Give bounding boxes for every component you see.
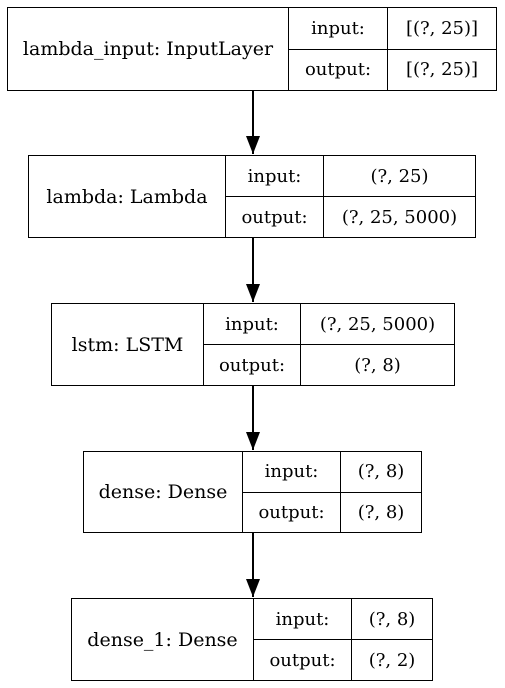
node-lambda-input: lambda_input: InputLayer input: [(?, 25)… bbox=[7, 7, 497, 91]
output-value: (?, 2) bbox=[368, 649, 416, 671]
node-label: lambda: Lambda bbox=[29, 156, 226, 237]
node-label: dense: Dense bbox=[84, 452, 243, 532]
output-value: [(?, 25)] bbox=[405, 59, 479, 81]
output-value: (?, 8) bbox=[354, 354, 401, 376]
node-lambda: lambda: Lambda input: (?, 25) output: (?… bbox=[28, 155, 476, 238]
output-row: output: (?, 25, 5000) bbox=[226, 196, 475, 237]
edge-dense-to-dense-1 bbox=[246, 532, 260, 597]
node-label: lambda_input: InputLayer bbox=[8, 8, 289, 90]
output-value: (?, 25, 5000) bbox=[341, 206, 458, 228]
output-key: output: bbox=[226, 197, 324, 237]
input-value: [(?, 25)] bbox=[405, 17, 479, 39]
node-label: lstm: LSTM bbox=[52, 304, 204, 385]
input-value: (?, 25, 5000) bbox=[319, 313, 436, 335]
output-key: output: bbox=[243, 492, 341, 532]
input-row: input: (?, 25, 5000) bbox=[204, 304, 454, 344]
node-io-table: input: [(?, 25)] output: [(?, 25)] bbox=[289, 8, 496, 90]
output-key: output: bbox=[289, 49, 388, 90]
edge-lambda-to-lstm bbox=[246, 237, 260, 302]
output-key: output: bbox=[254, 640, 352, 680]
output-row: output: (?, 2) bbox=[254, 639, 432, 680]
output-value: (?, 8) bbox=[357, 501, 405, 523]
node-lstm: lstm: LSTM input: (?, 25, 5000) output: … bbox=[51, 303, 455, 386]
input-value: (?, 8) bbox=[368, 608, 416, 630]
input-key: input: bbox=[289, 8, 388, 49]
input-key: input: bbox=[243, 452, 341, 492]
node-io-table: input: (?, 8) output: (?, 2) bbox=[254, 599, 432, 680]
input-key: input: bbox=[204, 304, 301, 344]
input-value: (?, 8) bbox=[357, 461, 405, 483]
input-row: input: (?, 25) bbox=[226, 156, 475, 196]
input-key: input: bbox=[254, 599, 352, 639]
input-row: input: (?, 8) bbox=[243, 452, 421, 492]
input-row: input: (?, 8) bbox=[254, 599, 432, 639]
output-row: output: [(?, 25)] bbox=[289, 48, 496, 90]
node-io-table: input: (?, 8) output: (?, 8) bbox=[243, 452, 421, 532]
input-row: input: [(?, 25)] bbox=[289, 8, 496, 49]
node-label: dense_1: Dense bbox=[72, 599, 254, 680]
node-io-table: input: (?, 25) output: (?, 25, 5000) bbox=[226, 156, 475, 237]
node-dense: dense: Dense input: (?, 8) output: (?, 8… bbox=[83, 451, 422, 533]
input-key: input: bbox=[226, 156, 324, 196]
output-row: output: (?, 8) bbox=[243, 491, 421, 532]
output-row: output: (?, 8) bbox=[204, 344, 454, 385]
edge-lstm-to-dense bbox=[246, 385, 260, 450]
edge-lambda-input-to-lambda bbox=[246, 90, 260, 154]
output-key: output: bbox=[204, 345, 301, 385]
node-dense-1: dense_1: Dense input: (?, 8) output: (?,… bbox=[71, 598, 433, 681]
input-value: (?, 25) bbox=[370, 165, 429, 187]
node-io-table: input: (?, 25, 5000) output: (?, 8) bbox=[204, 304, 454, 385]
